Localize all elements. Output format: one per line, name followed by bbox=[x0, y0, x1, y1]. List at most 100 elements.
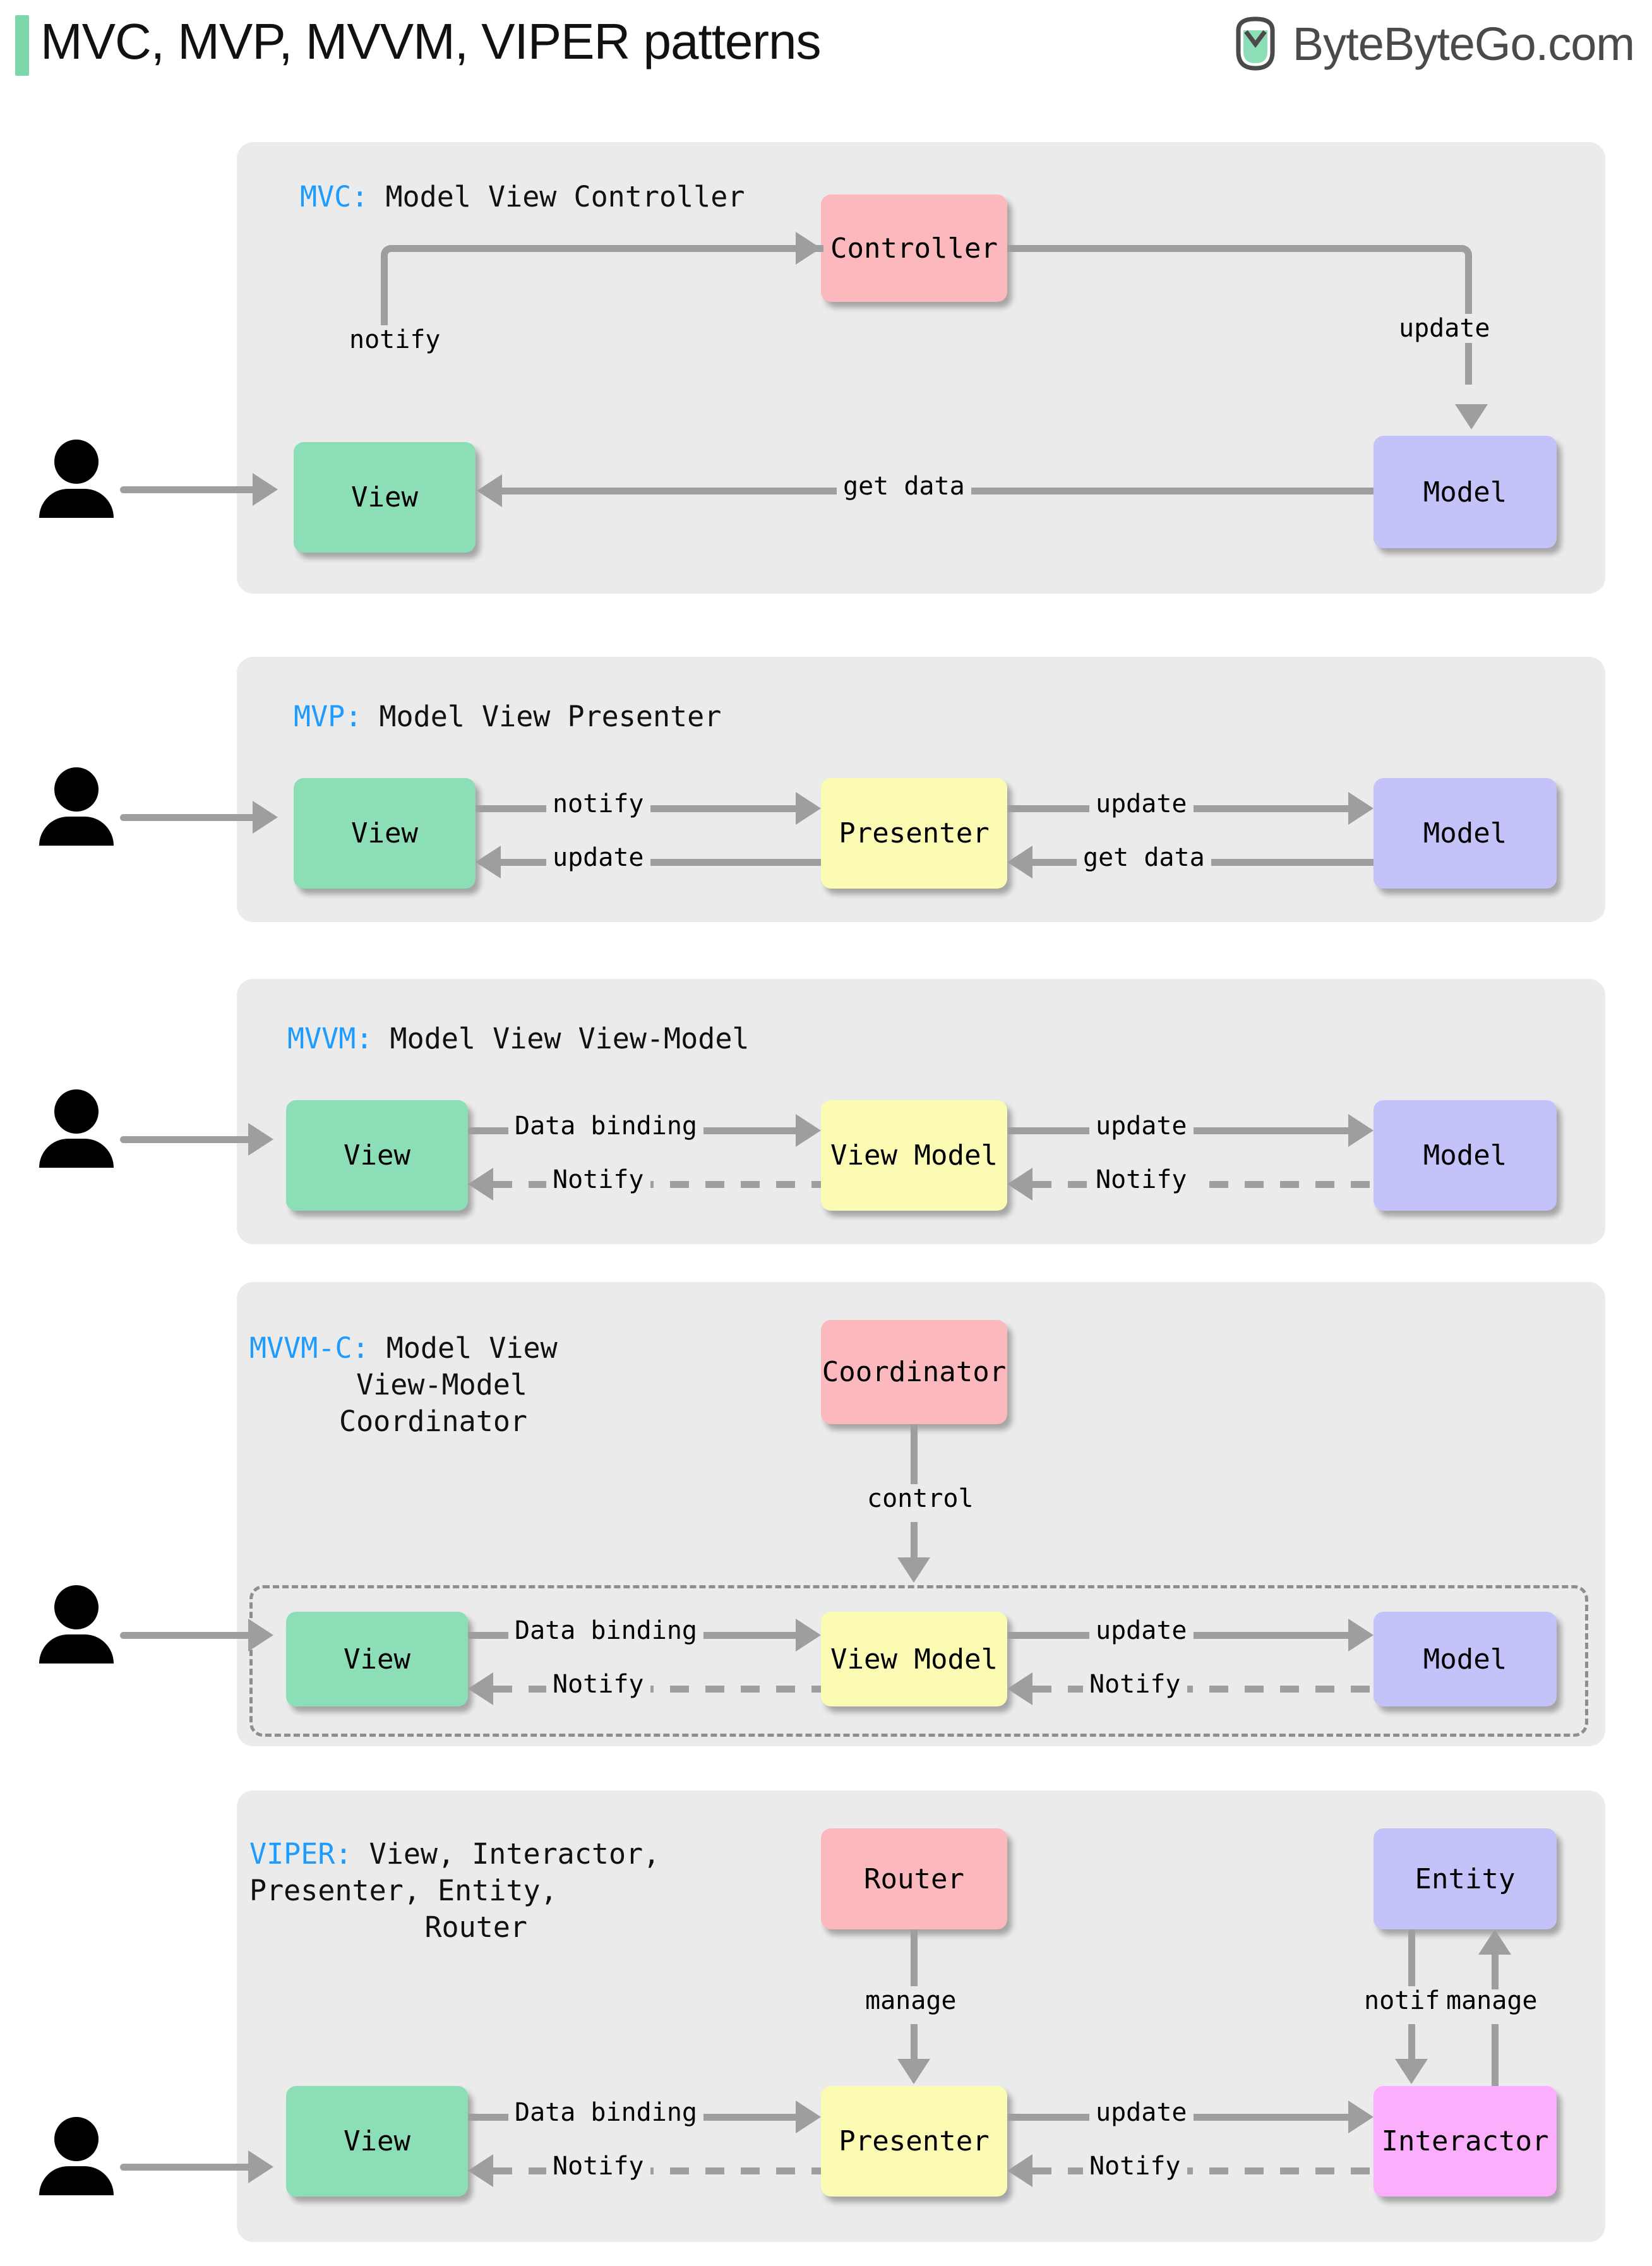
edge-label-notify-mvp: notify bbox=[546, 789, 650, 818]
user-head-icon bbox=[54, 767, 99, 812]
user-icon-mvvm-c bbox=[39, 1585, 114, 1664]
edge-label-update-mvvm: update bbox=[1089, 1112, 1194, 1141]
connector-viewmodel-to-view-dashed-c bbox=[493, 1686, 821, 1693]
node-view-mvvm-c[interactable]: View bbox=[286, 1612, 468, 1706]
section-title-mvp: MVP: Model View Presenter bbox=[294, 698, 721, 735]
arrowhead-notify-mvp bbox=[796, 792, 821, 825]
edge-label-notify-left-viper: Notify bbox=[546, 2152, 650, 2181]
connector-coordinator-control-top bbox=[911, 1424, 918, 1487]
page-header: MVC, MVP, MVVM, VIPER patterns ByteByteG… bbox=[0, 0, 1652, 107]
accent-bar bbox=[15, 15, 29, 76]
section-title-text-mvvm-c: Model View View-Model Coordinator bbox=[338, 1331, 558, 1438]
edge-label-notify-mid-viper: Notify bbox=[1083, 2152, 1187, 2181]
section-abbr-viper: VIPER: bbox=[249, 1837, 352, 1871]
node-view-viper[interactable]: View bbox=[286, 2086, 468, 2197]
arrowhead-user-to-view-mvc bbox=[253, 473, 278, 506]
arrowhead-user-to-view-mvp bbox=[253, 801, 278, 834]
node-entity[interactable]: Entity bbox=[1374, 1828, 1557, 1929]
connector-router-manage-top bbox=[911, 1929, 918, 1989]
connector-user-to-view-mvp bbox=[120, 814, 256, 821]
arrowhead-user-to-view-mvvm bbox=[248, 1123, 273, 1156]
arrowhead-notify-right-mvvm-c bbox=[1007, 1672, 1032, 1705]
edge-label-update-mvc: update bbox=[1392, 314, 1497, 343]
connector-presenter-to-view-dashed-viper bbox=[493, 2167, 821, 2174]
connector-entity-notify-bottom bbox=[1408, 2024, 1415, 2063]
node-model-label: Model bbox=[1423, 1139, 1507, 1172]
edge-label-notify-mvc: notify bbox=[343, 325, 447, 354]
node-viewmodel-mvvm-c[interactable]: View Model bbox=[821, 1612, 1007, 1706]
arrowhead-user-to-view-viper bbox=[248, 2150, 273, 2183]
section-title-mvvm-c: MVVM-C: Model View View-Model Coordinato… bbox=[249, 1330, 558, 1440]
edge-label-update-mvvm-c: update bbox=[1089, 1616, 1194, 1645]
arrowhead-notify-left-mvvm-c bbox=[468, 1672, 493, 1705]
section-mvvm-c: MVVM-C: Model View View-Model Coordinato… bbox=[237, 1282, 1605, 1746]
node-model-mvp[interactable]: Model bbox=[1374, 778, 1557, 889]
edge-label-notify-left-mvvm: Notify bbox=[546, 1165, 650, 1194]
connector-interactor-manage-bottom bbox=[1492, 2024, 1499, 2090]
node-router-label: Router bbox=[864, 1862, 964, 1895]
node-controller[interactable]: Controller bbox=[821, 195, 1007, 302]
node-presenter-mvp[interactable]: Presenter bbox=[821, 778, 1007, 889]
edge-label-control: control bbox=[861, 1484, 980, 1513]
edge-label-notify-right-mvvm: Notify bbox=[1089, 1165, 1194, 1194]
node-model-mvvm[interactable]: Model bbox=[1374, 1100, 1557, 1211]
connector-user-to-view-mvc bbox=[120, 486, 256, 493]
connector-view-to-controller bbox=[381, 245, 823, 344]
arrowhead-databinding-mvvm-c bbox=[796, 1619, 821, 1652]
node-view-mvvm[interactable]: View bbox=[286, 1100, 468, 1211]
arrowhead-notify-mid-viper bbox=[1007, 2154, 1032, 2187]
node-router[interactable]: Router bbox=[821, 1828, 1007, 1929]
edge-label-manage-router: manage bbox=[859, 1986, 963, 2015]
arrowhead-update-mvvm-c bbox=[1348, 1619, 1374, 1652]
section-title-text-mvp: Model View Presenter bbox=[362, 700, 722, 733]
arrowhead-control bbox=[897, 1557, 930, 1583]
node-presenter-viper[interactable]: Presenter bbox=[821, 2086, 1007, 2197]
node-interactor[interactable]: Interactor bbox=[1374, 2086, 1557, 2197]
node-model-label: Model bbox=[1423, 1643, 1507, 1676]
section-title-text-viper: View, Interactor, Presenter, Entity, Rou… bbox=[249, 1837, 661, 1944]
arrowhead-notify-right-mvvm bbox=[1007, 1168, 1032, 1201]
section-abbr-mvc: MVC: bbox=[300, 180, 369, 213]
user-head-icon bbox=[54, 440, 99, 484]
node-viewmodel-mvvm[interactable]: View Model bbox=[821, 1100, 1007, 1211]
node-presenter-label: Presenter bbox=[839, 817, 990, 849]
arrowhead-update-right-mvp bbox=[1348, 792, 1374, 825]
node-view-label: View bbox=[344, 2125, 410, 2157]
node-model-mvc[interactable]: Model bbox=[1374, 436, 1557, 548]
node-coordinator-label: Coordinator bbox=[822, 1356, 1007, 1388]
arrowhead-to-model-mvc bbox=[1455, 404, 1488, 429]
section-title-text-mvc: Model View Controller bbox=[368, 180, 745, 213]
edge-label-notify-left-mvvm-c: Notify bbox=[546, 1670, 650, 1699]
section-title-text-mvvm: Model View View-Model bbox=[373, 1022, 750, 1055]
node-model-label: Model bbox=[1423, 817, 1507, 849]
section-mvvm: MVVM: Model View View-Model View View Mo… bbox=[237, 979, 1605, 1244]
section-abbr-mvvm: MVVM: bbox=[287, 1022, 373, 1055]
edge-label-update-left-mvp: update bbox=[546, 843, 650, 872]
node-view-mvp[interactable]: View bbox=[294, 778, 476, 889]
mvvm-group-container bbox=[249, 1585, 1588, 1737]
arrowhead-databinding-viper bbox=[796, 2101, 821, 2133]
arrowhead-update-mvvm bbox=[1348, 1114, 1374, 1147]
connector-model-to-viewmodel-dashed bbox=[1032, 1181, 1374, 1188]
node-view-label: View bbox=[351, 817, 418, 849]
connector-user-to-view-viper bbox=[120, 2164, 251, 2171]
arrowhead-user-to-view-mvvm-c bbox=[248, 1619, 273, 1652]
arrowhead-manage-entity bbox=[1478, 1929, 1511, 1955]
connector-entity-notify-top bbox=[1408, 1929, 1415, 1989]
user-head-icon bbox=[54, 2117, 99, 2161]
connector-model-to-viewmodel-dashed-c bbox=[1032, 1686, 1374, 1693]
arrowhead-notify-left-viper bbox=[468, 2154, 493, 2187]
section-title-viper: VIPER: View, Interactor, Presenter, Enti… bbox=[249, 1836, 660, 1946]
connector-interactor-to-presenter-dashed bbox=[1032, 2167, 1374, 2174]
connector-presenter-to-view bbox=[501, 859, 821, 866]
arrowhead-update-left-mvp bbox=[476, 846, 501, 878]
node-view-mvc[interactable]: View bbox=[294, 442, 476, 553]
edge-label-update-right-mvp: update bbox=[1089, 789, 1194, 818]
connector-coordinator-control-bottom bbox=[911, 1522, 918, 1561]
node-coordinator[interactable]: Coordinator bbox=[821, 1320, 1007, 1424]
edge-label-update-viper: update bbox=[1089, 2098, 1194, 2127]
brand-logo: ByteByteGo.com bbox=[1232, 16, 1635, 71]
node-model-mvvm-c[interactable]: Model bbox=[1374, 1612, 1557, 1706]
user-icon-mvp bbox=[39, 767, 114, 846]
connector-user-to-view-mvvm bbox=[120, 1136, 251, 1143]
